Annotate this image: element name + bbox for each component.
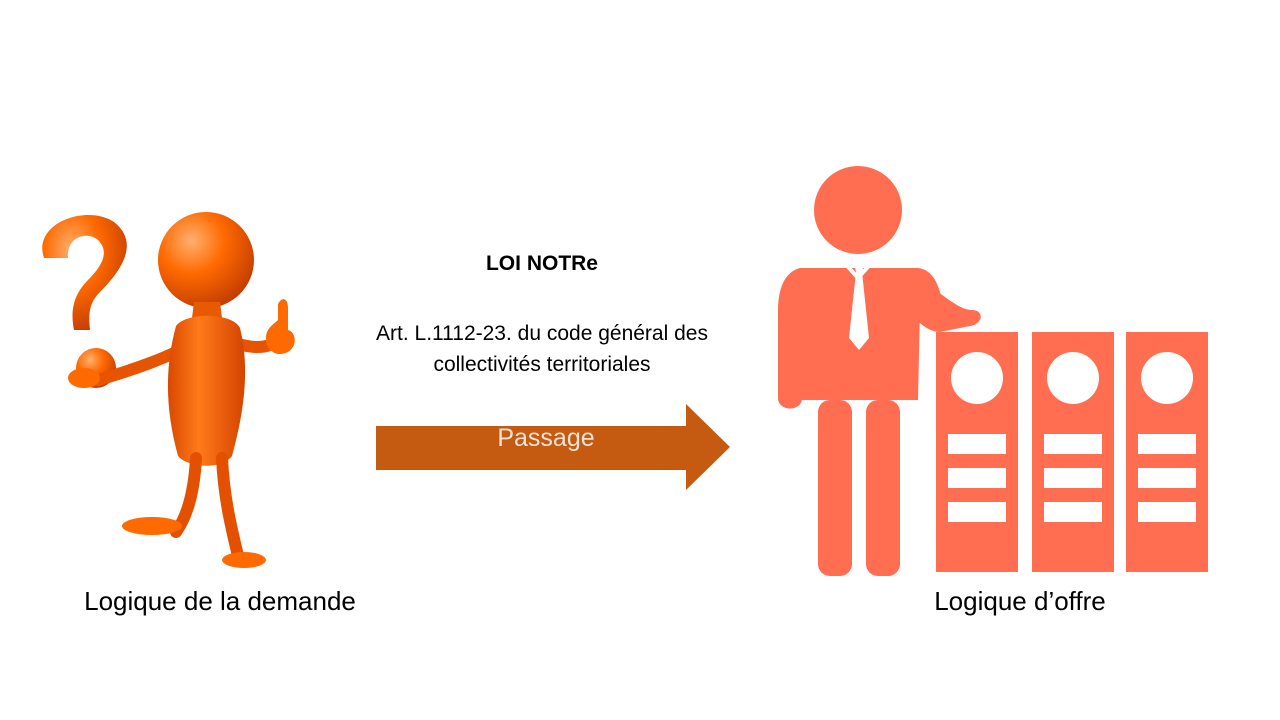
businessman-with-files-icon xyxy=(770,160,1220,590)
law-article-line1: Art. L.1112-23. du code général des xyxy=(330,318,754,349)
question-mark-icon xyxy=(42,215,126,330)
law-title: LOI NOTRe xyxy=(380,252,704,276)
right-caption: Logique d’offre xyxy=(880,586,1160,617)
law-article: Art. L.1112-23. du code général des coll… xyxy=(330,318,754,380)
left-caption: Logique de la demande xyxy=(20,586,420,617)
question-figure-icon xyxy=(26,200,316,580)
arrow-label: Passage xyxy=(376,424,716,453)
law-article-line2: collectivités territoriales xyxy=(330,349,754,380)
